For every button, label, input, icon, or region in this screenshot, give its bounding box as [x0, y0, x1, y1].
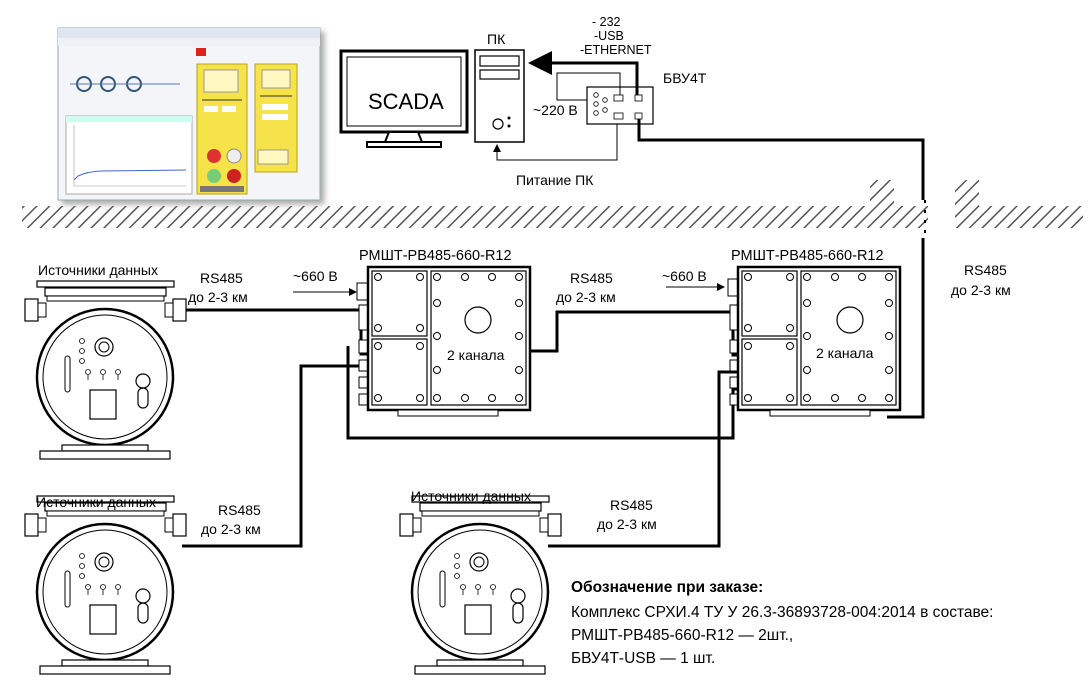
distance-label-3: до 2-3 км: [951, 282, 1011, 298]
power-220-label: ~220 В: [533, 102, 578, 118]
rmsht-box-1-bolts: [374, 273, 523, 402]
rs485-cables: [182, 308, 742, 548]
pc-connections: [493, 51, 926, 419]
data-source-device-2: [23, 494, 188, 676]
data-sources-label-2: Источники данных: [36, 494, 156, 510]
rmsht-box-2-bolts: [744, 273, 893, 402]
order-heading: Обозначение при заказе:: [571, 579, 764, 596]
distance-label-4: до 2-3 км: [201, 521, 261, 537]
channels-label-1: 2 канала: [447, 347, 505, 363]
distance-label-2: до 2-3 км: [556, 289, 616, 305]
channels-label-2: 2 канала: [816, 345, 874, 361]
rs485-label-4: RS485: [218, 502, 261, 518]
data-sources-label-3: Источники данных: [411, 488, 531, 504]
distance-label-5: до 2-3 км: [597, 516, 657, 532]
distance-label-1: до 2-3 км: [188, 289, 248, 305]
voltage-label-1: ~660 В: [293, 268, 338, 284]
rs485-label-2: RS485: [570, 270, 613, 286]
rs485-label-3: RS485: [964, 262, 1007, 278]
voltage-label-2: ~660 В: [662, 268, 707, 284]
interface-ethernet: -ETHERNET: [580, 43, 652, 57]
data-sources-label-1: Источники данных: [38, 262, 158, 278]
monitor-icon: [339, 49, 469, 148]
pc-tower-icon: [474, 49, 525, 143]
order-line-3: БВУ4Т-USB — 1 шт.: [571, 650, 716, 667]
rmsht-box-2: [727, 265, 902, 417]
pc-label: ПК: [487, 31, 506, 47]
monitor-label: SCADA: [368, 89, 444, 114]
interface-usb: -USB: [594, 29, 624, 43]
interface-232: - 232: [592, 15, 621, 29]
rmsht-label-1: РМШТ-РВ485-660-R12: [359, 248, 512, 264]
pc-power-label: Питание ПК: [516, 172, 594, 188]
surface-hatching: [22, 180, 1083, 228]
data-source-device-1: [24, 280, 187, 460]
data-source-device-3: [398, 494, 563, 676]
scada-screenshot-thumbnail: [57, 27, 321, 201]
rs485-label-5: RS485: [610, 497, 653, 513]
order-line-1: Комплекс СРХИ.4 ТУ У 26.3-36893728-004:2…: [571, 604, 994, 621]
rs485-label-1: RS485: [200, 270, 243, 286]
rmsht-label-2: РМШТ-РВ485-660-R12: [731, 248, 884, 264]
order-line-2: РМШТ-РВ485-660-R12 — 2шт.,: [571, 627, 794, 644]
rmsht-box-1: [356, 265, 532, 417]
bvu4t-label: БВУ4Т: [663, 70, 707, 86]
